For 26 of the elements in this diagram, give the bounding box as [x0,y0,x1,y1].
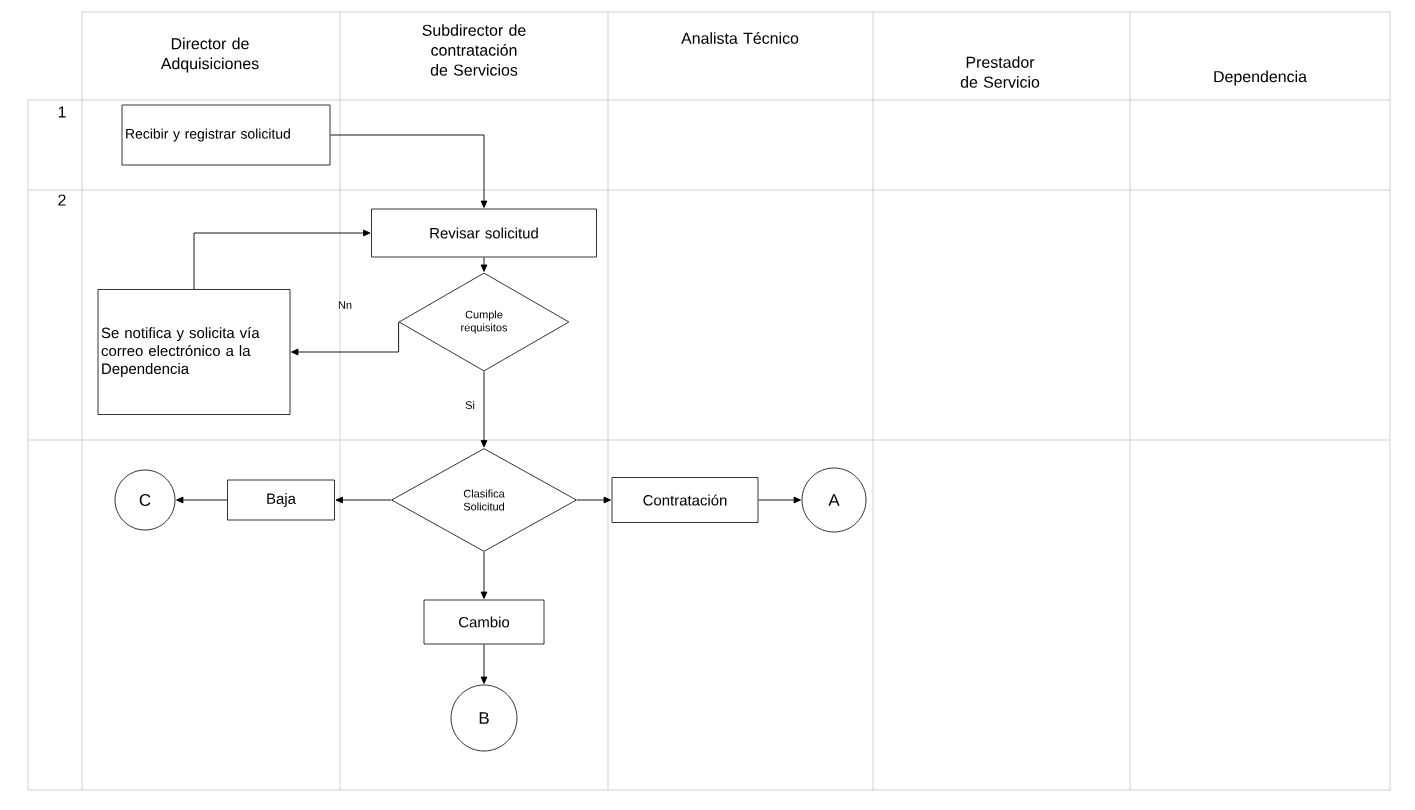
column-header: Dependencia [1214,70,1307,86]
edge-label: Nn [337,300,353,310]
column-header: Prestador de Servicio [960,56,1040,88]
column-header: Director de Adquisiciones [160,37,259,73]
arrow [176,496,228,504]
row-number: 1 [58,106,66,118]
process-box: Revisar solicitud [371,208,597,258]
column-header: Analista Técnico [681,32,799,44]
process-box: Contratación [611,477,759,523]
process-box: Se notifica y solicita vía correo electrónico a la Dependencia [97,289,291,415]
column-header: Subdirector de contratación de Servicios [422,24,526,76]
arrow [480,551,488,599]
arrow [480,371,488,448]
arrow [576,496,611,504]
arrow [193,229,371,290]
process-box: Recibir y registrar solicitud [121,104,331,166]
arrow [335,496,392,504]
arrow [757,496,801,504]
process-box: Baja [227,479,335,521]
edge-label: Si [464,400,476,411]
arrow [480,643,488,684]
arrow [480,256,488,272]
process-box: Cambio [423,599,545,645]
arrow [329,134,488,208]
row-number: 2 [58,194,66,206]
arrow [291,321,400,356]
